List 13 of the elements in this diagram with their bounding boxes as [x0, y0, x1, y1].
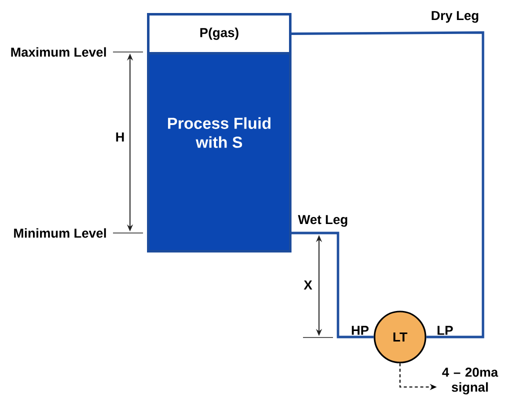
pipe-line — [292, 232, 374, 338]
edge-label: Wet Leg — [298, 215, 348, 227]
fluid-tank: Process Fluid with S — [147, 52, 292, 252]
level-label: Minimum Level — [14, 228, 106, 238]
signal-label: 4 – 20ma signal — [442, 368, 498, 394]
edge-label: Dry Leg — [432, 11, 478, 23]
port-label: LP — [438, 326, 453, 335]
pipe-line — [292, 31, 484, 338]
level-label: Maximum Level — [11, 47, 106, 57]
port-label: HP — [352, 326, 369, 335]
dimension-label: H — [116, 132, 124, 142]
dimension-label: X — [304, 280, 312, 290]
gas-space-box: P(gas) — [147, 13, 292, 54]
